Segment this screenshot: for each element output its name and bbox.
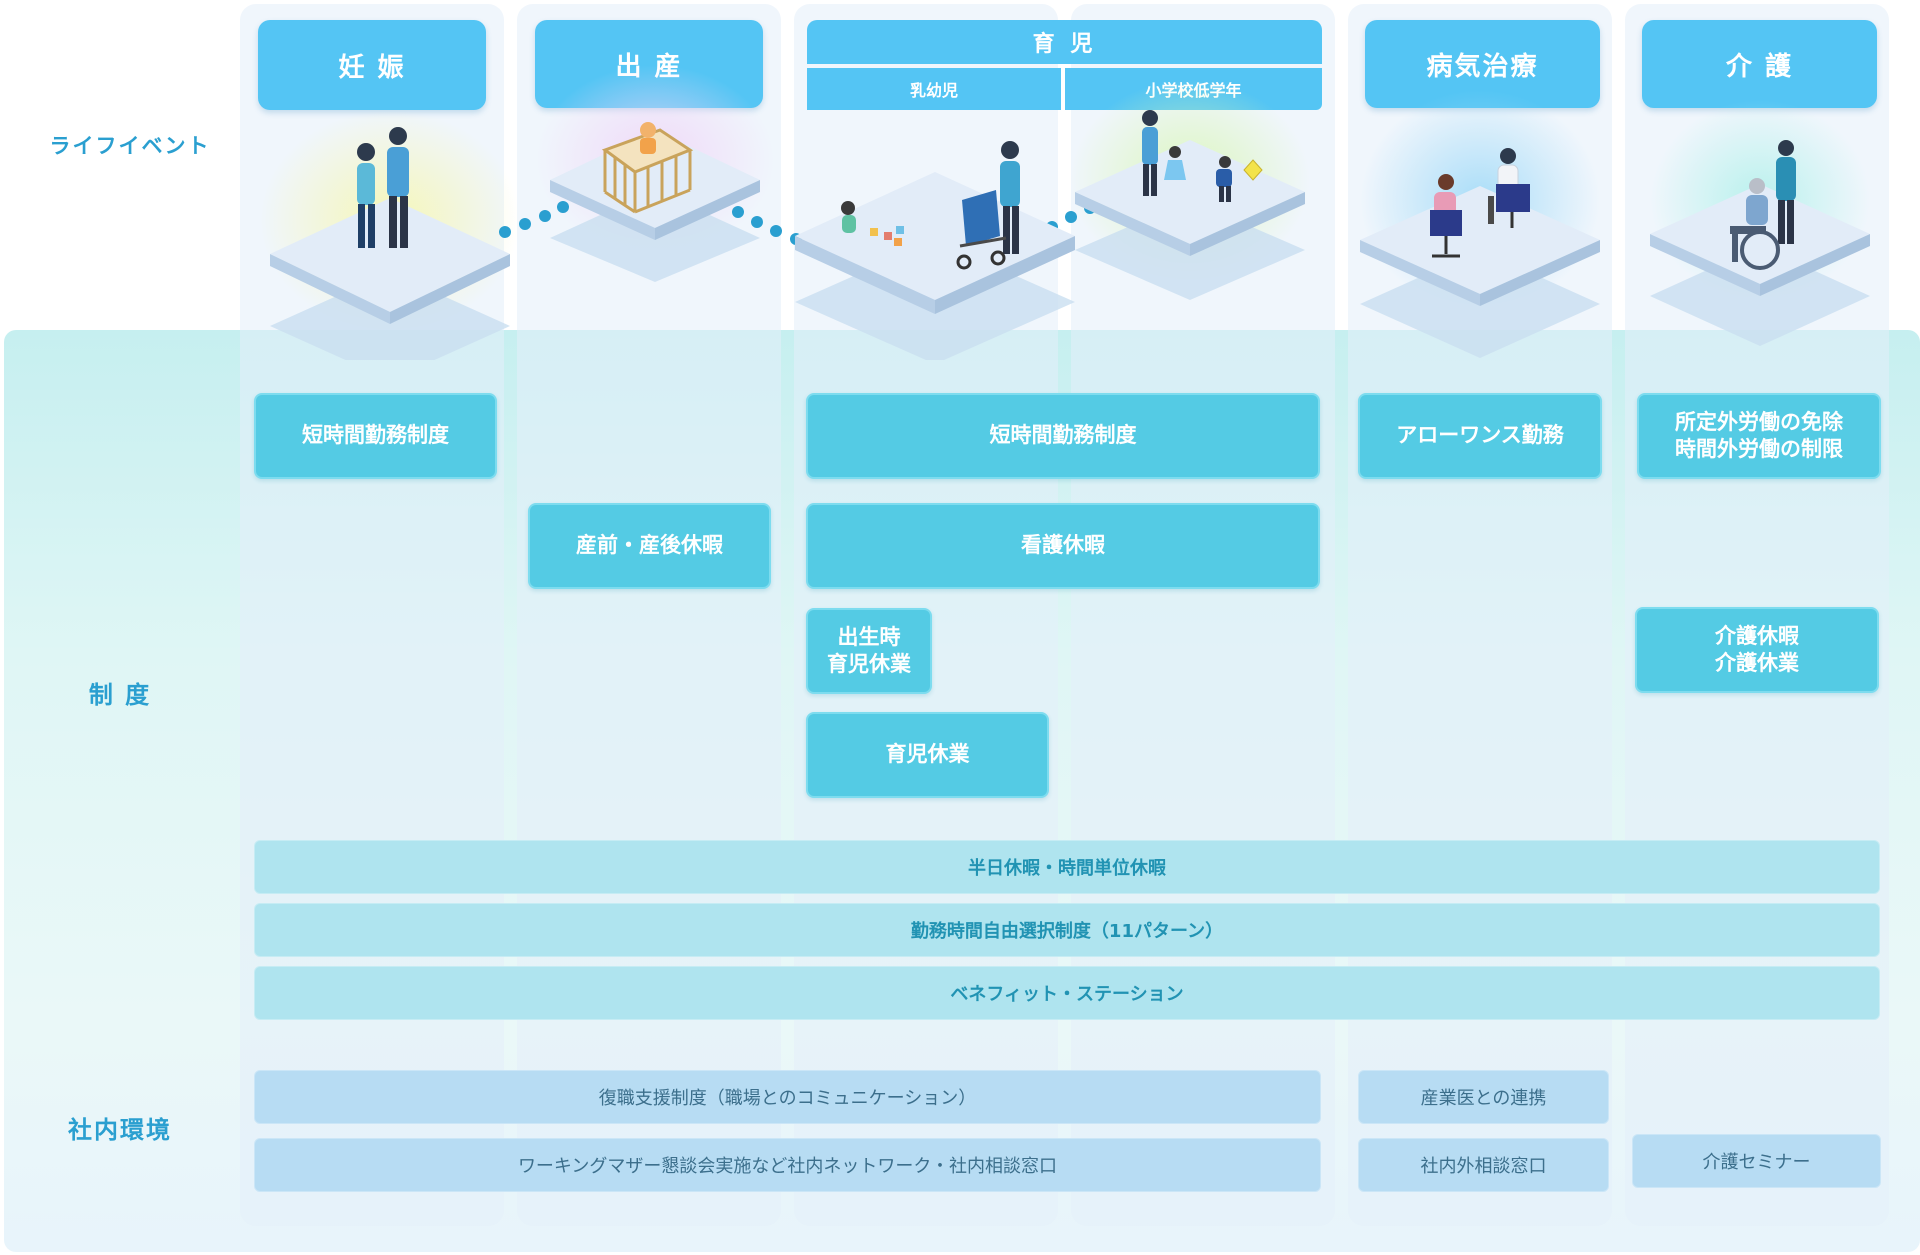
env-shanaigai-sodan: 社内外相談窓口: [1358, 1138, 1609, 1192]
stage-ikuji: 育 児: [807, 20, 1322, 64]
system-hannichi-kyuka: 半日休暇・時間単位休暇: [254, 840, 1880, 894]
system-tanjikan-ikuji: 短時間勤務制度: [806, 393, 1320, 479]
system-tanjikan-ninshin: 短時間勤務制度: [254, 393, 497, 479]
system-shusseiji-line1: 出生時: [837, 624, 901, 649]
system-shusseiji-ikuji: 出生時 育児休業: [806, 608, 932, 694]
stage-byoki: 病気治療: [1365, 20, 1600, 108]
system-kaigo-line1: 介護休暇: [1715, 623, 1799, 648]
system-kaigo-kyuka: 介護休暇 介護休業: [1635, 607, 1879, 693]
stage-ninshin: 妊 娠: [258, 20, 486, 110]
system-shoteigai-line1: 所定外労働の免除: [1675, 409, 1843, 434]
row-label-life-events: ライフイベント: [49, 134, 211, 158]
system-ikuji-kyugyo: 育児休業: [806, 712, 1049, 798]
env-fukushoku-shien: 復職支援制度（職場とのコミュニケーション）: [254, 1070, 1321, 1124]
system-sanzen-sango: 産前・産後休暇: [528, 503, 771, 589]
env-kaigo-seminar: 介護セミナー: [1632, 1134, 1881, 1188]
life-event-illustrations: [260, 65, 1870, 360]
system-shoteigai-rodo: 所定外労働の免除 時間外労働の制限: [1637, 393, 1881, 479]
system-benefit-station: ベネフィット・ステーション: [254, 966, 1880, 1020]
env-sangyoi-renkei: 産業医との連携: [1358, 1070, 1609, 1124]
stage-nyuyoji: 乳幼児: [807, 68, 1061, 110]
system-kaigo-line2: 介護休業: [1715, 651, 1799, 675]
stage-kaigo: 介 護: [1642, 20, 1877, 108]
system-allowance-kinmu: アローワンス勤務: [1358, 393, 1602, 479]
env-working-mother: ワーキングマザー懇談会実施など社内ネットワーク・社内相談窓口: [254, 1138, 1321, 1192]
row-label-systems: 制 度: [88, 681, 152, 709]
system-kango-kyuka: 看護休暇: [806, 503, 1320, 589]
row-label-environment: 社内環境: [68, 1116, 172, 1144]
system-jiyu-sentaku: 勤務時間自由選択制度（11パターン）: [254, 903, 1880, 957]
system-shoteigai-line2: 時間外労働の制限: [1675, 437, 1843, 461]
system-shusseiji-line2: 育児休業: [827, 652, 911, 676]
